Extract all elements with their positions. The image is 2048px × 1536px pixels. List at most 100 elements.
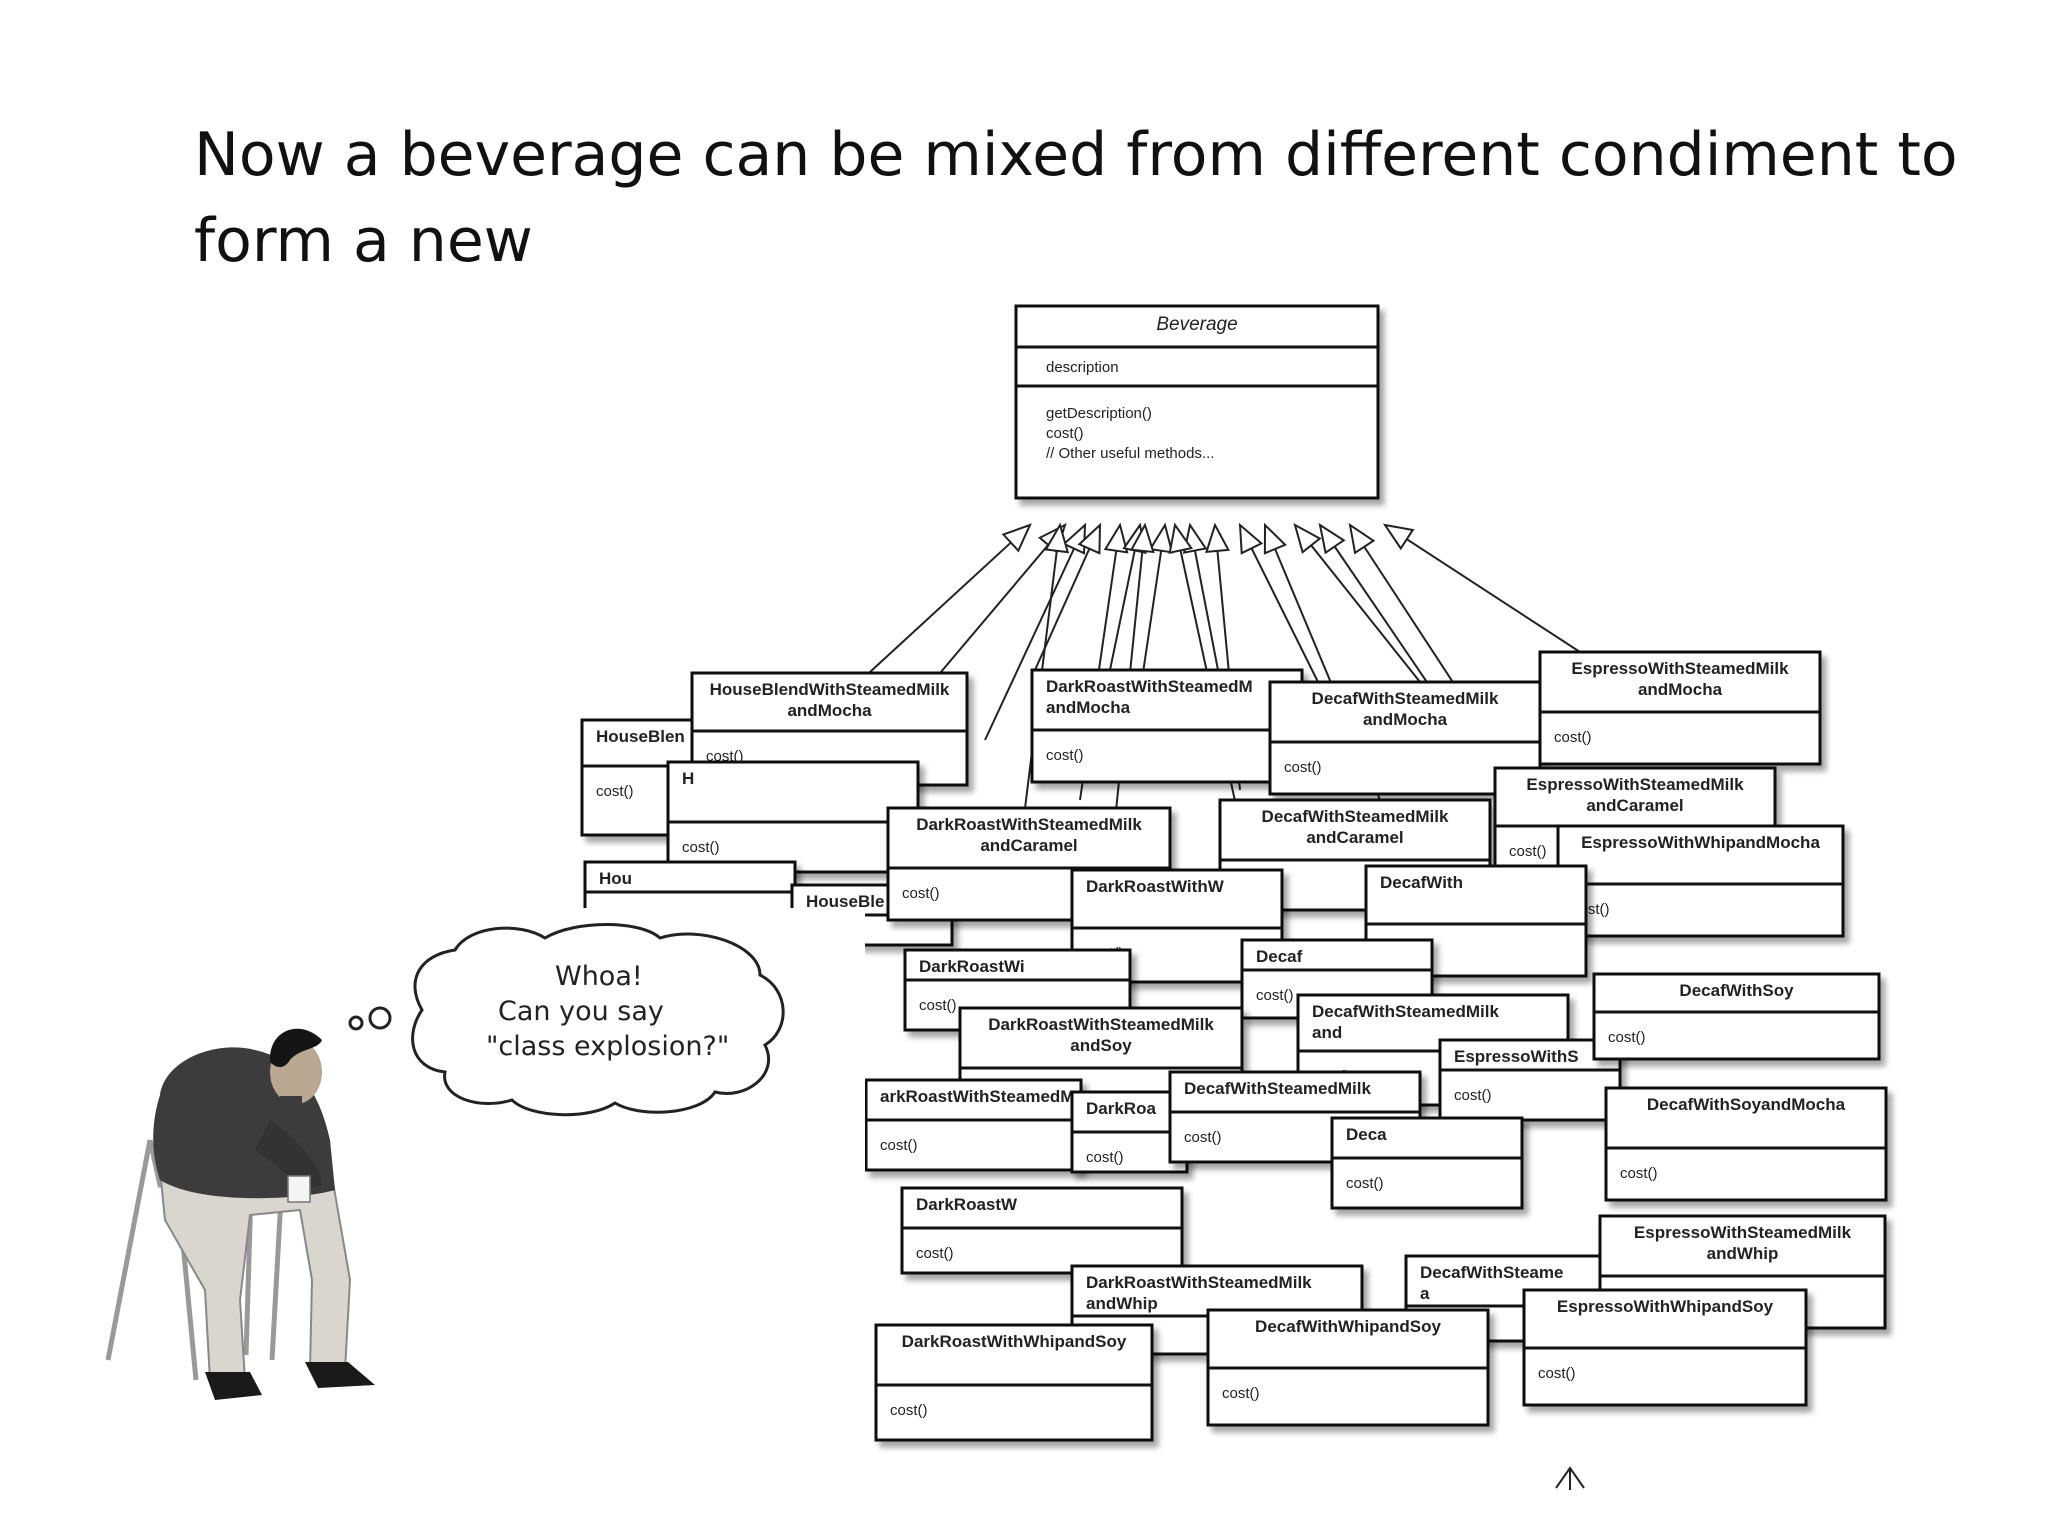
inheritance-line [1294, 524, 1421, 683]
subclass-name: H [682, 769, 694, 788]
beverage-class: Beverage description getDescription()cos… [1014, 304, 1380, 500]
subclass-name: Deca [1346, 1125, 1387, 1144]
inheritance-arrowhead [1103, 522, 1129, 554]
inheritance-line [929, 524, 1066, 686]
thought-bubble: Whoa! Can you say "class explosion?" [348, 923, 785, 1117]
subclass-name: DarkRoastWithWhipandSoy [902, 1332, 1127, 1351]
subclass-name: DecafWithWhipandSoy [1255, 1317, 1441, 1336]
subclass-method: cost() [919, 997, 957, 1014]
subclass-name: HouseBlen [596, 727, 685, 746]
subclass-name: Hou [599, 869, 632, 888]
subclass-name: andCaramel [1586, 796, 1683, 815]
subclass-name: a [1420, 1284, 1430, 1303]
subclass-name: andWhip [1086, 1294, 1158, 1313]
subclass-name: DarkRoastWi [919, 957, 1025, 976]
subclass-name: DecafWithSoy [1679, 981, 1794, 1000]
inheritance-arrowhead [1148, 522, 1174, 554]
subclass-method: cost() [1454, 1087, 1492, 1104]
subclass-name: DecafWithSteame [1420, 1263, 1563, 1282]
subclass-box: Deca cost() [1330, 1116, 1524, 1210]
inheritance-line [1239, 524, 1319, 683]
inheritance-line [869, 524, 1031, 673]
subclass-name: DarkRoastWithW [1086, 877, 1225, 896]
subclass-name: EspressoWithWhipandSoy [1557, 1297, 1774, 1316]
subclass-method: cost() [916, 1245, 954, 1262]
subclass-method: cost() [1086, 1149, 1124, 1166]
inheritance-arrowhead [1205, 522, 1230, 554]
subclass-method: cost() [1222, 1385, 1260, 1402]
subclass-box: DecafWithcost() [1364, 864, 1588, 978]
subclass-name: EspressoWithSteamedMilk [1634, 1223, 1852, 1242]
subclass-method: cost() [682, 839, 720, 856]
subclass-boxes: HouseBlen cost() HouseBlendWithSteamedMilk… [580, 650, 1888, 1442]
inheritance-arrowhead [1001, 523, 1032, 553]
inheritance-arrowhead [1263, 522, 1287, 555]
subclass-box: EspressoWithS cost() [1438, 1038, 1622, 1122]
subclass-method: cost() [902, 885, 940, 902]
subclass-name: EspressoWithSteamedMilk [1571, 659, 1789, 678]
subclass-name: Decaf [1256, 947, 1303, 966]
inheritance-arrowhead [1168, 522, 1193, 555]
beverage-methods: getDescription()cost()// Other useful me… [1046, 405, 1214, 462]
subclass-name: DecafWith [1380, 873, 1463, 892]
subclass-box: EspressoWithSteamedMilk andMocha cost() [1538, 650, 1822, 766]
subclass-name: DecafWithSteamedMilk [1262, 807, 1449, 826]
inheritance-line [984, 524, 1086, 741]
subclass-method: cost() [880, 1137, 918, 1154]
subclass-name: DecafWithSoyandMocha [1647, 1095, 1846, 1114]
subclass-name: EspressoWithWhipandMocha [1581, 833, 1820, 852]
subclass-name: andSoy [1070, 1036, 1132, 1055]
subclass-name: EspressoWithS [1454, 1047, 1579, 1066]
subclass-name: EspressoWithSteamedMilk [1526, 775, 1744, 794]
subclass-method: cost() [1554, 729, 1592, 746]
subclass-method: cost() [1620, 1165, 1658, 1182]
subclass-name: andWhip [1707, 1244, 1779, 1263]
subclass-box: DecafWithSoyandMocha cost() [1604, 1086, 1888, 1202]
subclass-box: DecafWithSoy cost() [1592, 972, 1881, 1061]
subclass-name: HouseBle [806, 892, 884, 911]
subclass-name: DecafWithSteamedMilk [1312, 1002, 1499, 1021]
subclass-method: cost() [1184, 1129, 1222, 1146]
inheritance-arrowhead [1382, 523, 1415, 551]
inheritance-arrowhead [1318, 522, 1346, 555]
bubble-line: Whoa! [555, 961, 643, 992]
inheritance-arrowhead [1077, 522, 1102, 555]
inheritance-arrowhead [1238, 522, 1264, 555]
subclass-name: andMocha [1638, 680, 1723, 699]
subclass-name: DarkRoastWithSteamedM [1046, 677, 1253, 696]
subclass-name: HouseBlendWithSteamedMilk [710, 680, 950, 699]
more-classes-arrow [1555, 1466, 1585, 1490]
subclass-method: cost() [1538, 1365, 1576, 1382]
subclass-box: DecafWithWhipandSoy cost() [1206, 1308, 1490, 1427]
subclass-name: and [1312, 1023, 1342, 1042]
subclass-name: andMocha [1363, 710, 1448, 729]
subclass-box: EspressoWithWhipandSoy cost() [1522, 1288, 1808, 1407]
subclass-name: andCaramel [980, 836, 1077, 855]
subclass-name: DarkRoa [1086, 1099, 1156, 1118]
inheritance-arrowhead [1348, 522, 1376, 555]
inheritance-line [1384, 524, 1581, 653]
slide-title: Now a beverage can be mixed from differe… [194, 120, 1958, 276]
subclass-box: DarkRoastW cost() [900, 1186, 1184, 1275]
subclass-method: cost() [1509, 843, 1547, 860]
beverage-field: description [1046, 359, 1119, 376]
subclass-name: DecafWithSteamedMilk [1312, 689, 1499, 708]
subclass-name: DarkRoastWithSteamedMilk [1086, 1273, 1312, 1292]
inheritance-arrowhead [1044, 522, 1070, 554]
inheritance-arrowhead [1293, 522, 1322, 554]
subclass-method: cost() [1346, 1175, 1384, 1192]
subclass-method: cost() [1256, 987, 1294, 1004]
subclass-method: cost() [1046, 747, 1084, 764]
subclass-method: cost() [1608, 1029, 1646, 1046]
subclass-name: DarkRoastWithSteamedMilk [988, 1015, 1214, 1034]
subclass-name: andMocha [787, 701, 872, 720]
subclass-method: cost() [1284, 759, 1322, 776]
bubble-line: Can you say [498, 996, 664, 1027]
subclass-name: DarkRoastW [916, 1195, 1018, 1214]
